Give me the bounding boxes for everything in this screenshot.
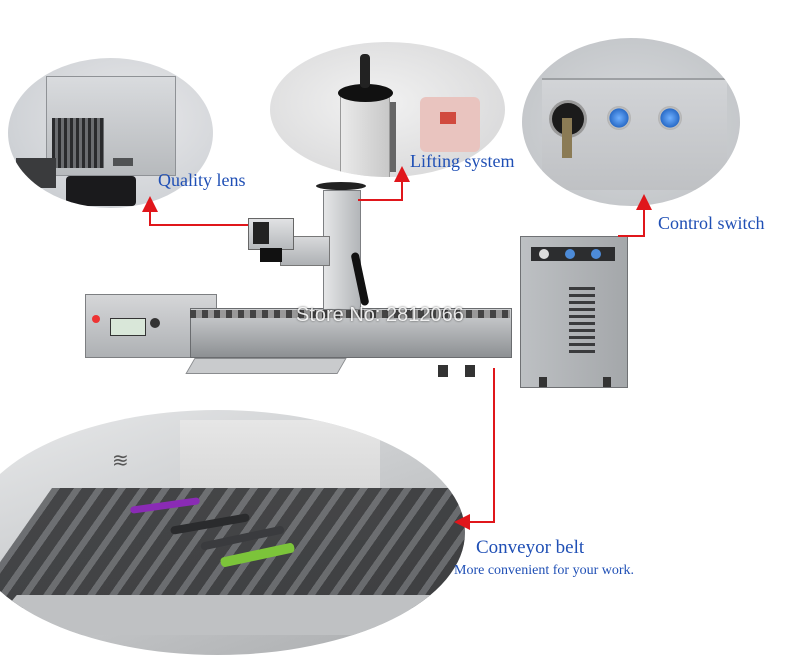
lifting-system-photo: [270, 42, 505, 177]
conveyor-belt-label: Conveyor belt: [476, 537, 585, 558]
control-switch-label: Control switch: [658, 213, 765, 233]
power-button-icon: [607, 106, 631, 130]
conveyor-subtitle: More convenient for your work.: [454, 563, 635, 578]
laser-marking-machine: [80, 160, 640, 400]
vent-grille: [569, 287, 595, 357]
logo-mark-icon: ≋: [112, 448, 129, 472]
quality-lens-photo: [8, 58, 213, 208]
callout-arrows: [142, 166, 652, 530]
lifting-system-label: Lifting system: [410, 151, 515, 171]
controller-display: [110, 318, 146, 336]
conveyor-belt-photo: ≋: [0, 410, 465, 655]
arrow-icon: [142, 196, 248, 226]
store-watermark: Store No: 2812066: [296, 304, 464, 326]
arrow-icon: [358, 166, 410, 201]
control-switch-photo: [522, 38, 740, 206]
arrow-icon: [454, 368, 495, 530]
laser-source-cabinet: [520, 236, 628, 388]
power-button-icon: [658, 106, 682, 130]
quality-lens-label: Quality lens: [158, 170, 246, 190]
arrow-icon: [618, 194, 652, 237]
